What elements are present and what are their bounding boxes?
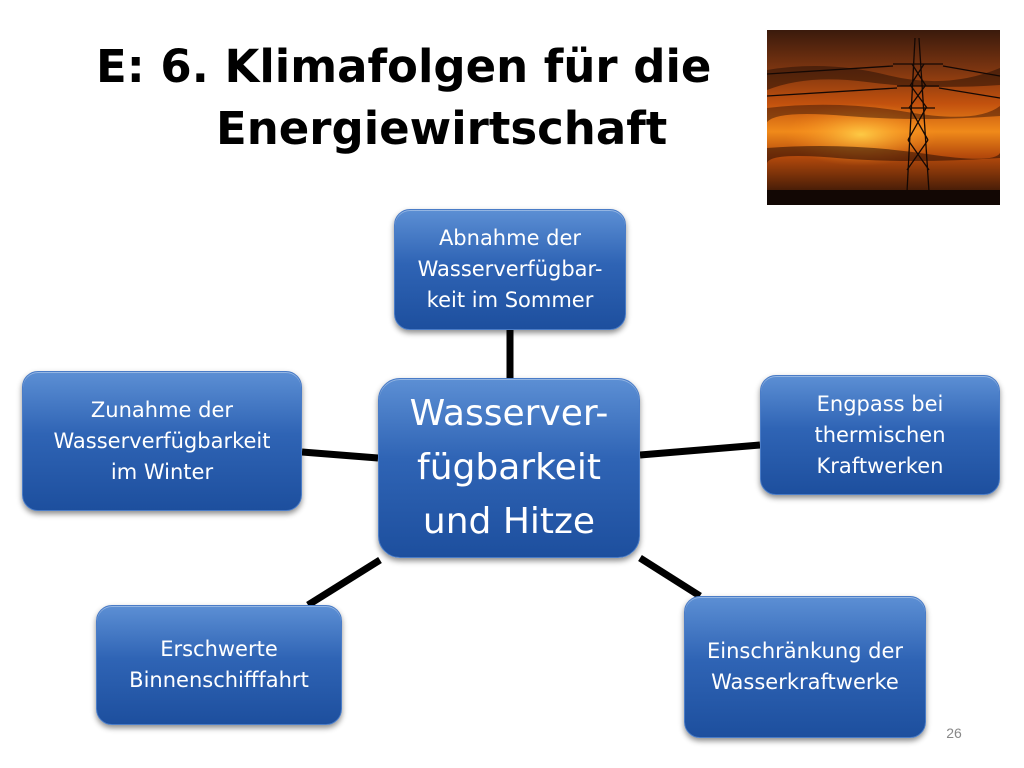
node-left-line: Wasserverfügbarkeit: [53, 428, 271, 453]
node-bottom-left: Erschwerte Binnenschifffahrt: [96, 605, 342, 725]
node-left-line: im Winter: [110, 459, 214, 484]
node-bottom-right: Einschränkung der Wasserkraftwerke: [684, 596, 926, 738]
page-number: 26: [946, 725, 962, 741]
node-left: Zunahme der Wasserverfügbarkeit im Winte…: [22, 371, 302, 511]
center-node-line: Wasserver-: [409, 393, 609, 434]
sunset-power-pylon-photo: [767, 30, 1000, 205]
node-left-line: Zunahme der: [90, 397, 234, 422]
node-top-line: keit im Sommer: [426, 288, 594, 312]
title-line-2: Energiewirtschaft: [216, 102, 668, 155]
title-line-1: E: 6. Klimafolgen für die: [96, 40, 712, 93]
node-right-line: Engpass bei: [816, 391, 944, 416]
connector-right: [639, 441, 761, 459]
node-bottom-right-line: Einschränkung der: [706, 639, 904, 663]
node-bottom-right-line: Wasserkraftwerke: [711, 670, 899, 694]
connector-left: [301, 448, 379, 462]
slide-title: E: 6. Klimafolgen für die Energiewirtsch…: [96, 36, 736, 160]
node-right-line: thermischen: [814, 422, 946, 447]
connector-bottom-right: [638, 555, 702, 599]
center-node-line: und Hitze: [422, 501, 596, 542]
node-bottom-left-line: Binnenschifffahrt: [129, 668, 309, 692]
node-top-line: Abnahme der: [438, 226, 582, 250]
node-top-line: Wasserverfügbar-: [417, 257, 603, 281]
center-node-line: fügbarkeit: [417, 447, 601, 488]
node-top: Abnahme der Wasserverfügbar- keit im Som…: [394, 209, 626, 330]
node-bottom-left-line: Erschwerte: [160, 637, 278, 661]
node-right-line: Kraftwerken: [816, 453, 944, 478]
center-node: Wasserver- fügbarkeit und Hitze: [378, 378, 640, 558]
connector-bottom-left: [306, 557, 382, 608]
node-right: Engpass bei thermischen Kraftwerken: [760, 375, 1000, 495]
